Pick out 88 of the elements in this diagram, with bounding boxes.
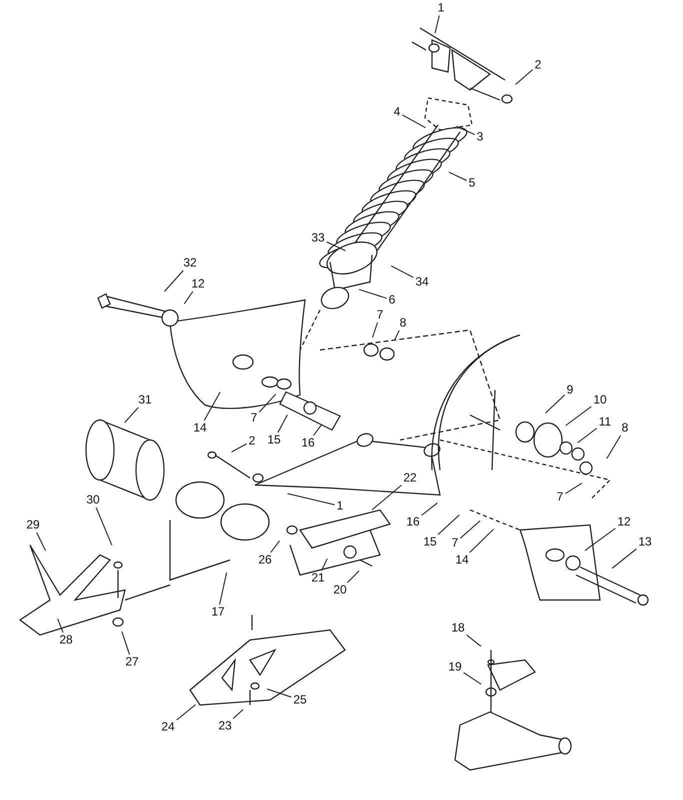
leader-line [469, 528, 494, 553]
leader-line [456, 126, 476, 136]
leader-line [448, 172, 468, 181]
leader-line [612, 548, 637, 569]
callout-number: 11 [598, 416, 612, 428]
callout-number: 3 [476, 130, 484, 144]
callout-number: 12 [616, 516, 632, 528]
callout-number: 33 [310, 232, 326, 244]
leader-line [270, 540, 280, 553]
leader-line [231, 443, 248, 452]
callout-number: 2 [248, 434, 256, 448]
callout-number: 18 [450, 622, 466, 634]
leader-line [57, 618, 64, 633]
callout-number: 10 [592, 394, 608, 406]
callout-number: 7 [450, 536, 460, 550]
callout-number: 17 [210, 606, 226, 618]
callout-number: 14 [192, 422, 208, 434]
leader-line [347, 570, 360, 583]
callout-number: 27 [124, 656, 140, 668]
leader-line [577, 428, 598, 444]
leader-line [421, 502, 438, 516]
leader-line [584, 528, 616, 552]
callout-number: 30 [85, 494, 101, 506]
leader-line [277, 414, 288, 433]
callout-number: 31 [137, 394, 153, 406]
callout-number: 15 [266, 434, 282, 446]
leader-line [313, 424, 322, 436]
leader-line [287, 493, 336, 506]
callout-number: 8 [620, 422, 630, 434]
leader-line [232, 709, 244, 719]
leader-line [258, 394, 276, 413]
leader-line [96, 507, 112, 546]
leader-line [565, 406, 592, 426]
callout-number: 20 [332, 584, 348, 596]
callout-number: 7 [250, 412, 258, 424]
leader-line [515, 69, 534, 86]
leader-line [460, 520, 481, 539]
callout-number: 4 [392, 106, 402, 118]
callout-number: 5 [468, 176, 476, 190]
callout-number: 14 [454, 554, 470, 566]
leader-line [164, 270, 184, 292]
callout-number: 23 [217, 720, 233, 732]
callout-number: 15 [422, 536, 438, 548]
leader-line [204, 391, 221, 421]
callout-number: 26 [257, 554, 273, 566]
callout-number: 1 [336, 500, 344, 512]
leader-line [606, 435, 622, 459]
leader-line [358, 288, 388, 299]
leader-line [219, 572, 228, 605]
leader-line [121, 631, 130, 655]
callout-number: 29 [25, 518, 41, 532]
callout-number: 8 [398, 316, 408, 330]
leader-line [372, 322, 378, 338]
callout-number: 9 [566, 384, 574, 396]
leader-line [463, 672, 482, 685]
callout-number: 7 [556, 490, 564, 504]
callout-number: 19 [447, 660, 463, 674]
leader-line [466, 634, 482, 647]
leader-line [390, 265, 414, 278]
leader-line [326, 242, 346, 252]
leader-line [394, 330, 400, 341]
callout-number: 16 [405, 516, 421, 528]
callout-number: 1 [436, 2, 446, 14]
callout-number: 28 [58, 634, 74, 646]
callout-number: 22 [402, 472, 418, 484]
leader-line [266, 688, 292, 698]
leader-line [184, 291, 194, 304]
leader-line [434, 15, 440, 34]
callout-number: 32 [182, 256, 198, 270]
callout-number: 6 [388, 294, 396, 306]
callout-number: 2 [534, 58, 542, 72]
callout-number: 21 [310, 572, 326, 584]
callout-number: 13 [637, 536, 653, 548]
callout-number: 7 [376, 308, 384, 322]
callout-number: 34 [414, 276, 430, 288]
leader-line [402, 114, 426, 128]
callout-number: 24 [160, 720, 176, 734]
leader-line [321, 558, 328, 571]
leader-line [176, 704, 196, 720]
leader-line [36, 532, 46, 552]
leader-line [372, 484, 402, 510]
callout-number: 16 [300, 436, 316, 450]
leader-line [124, 407, 139, 423]
leader-line [438, 514, 460, 535]
leader-line [545, 394, 566, 414]
callout-number: 25 [292, 694, 308, 706]
leader-line [564, 482, 582, 494]
callout-number: 12 [190, 278, 206, 290]
